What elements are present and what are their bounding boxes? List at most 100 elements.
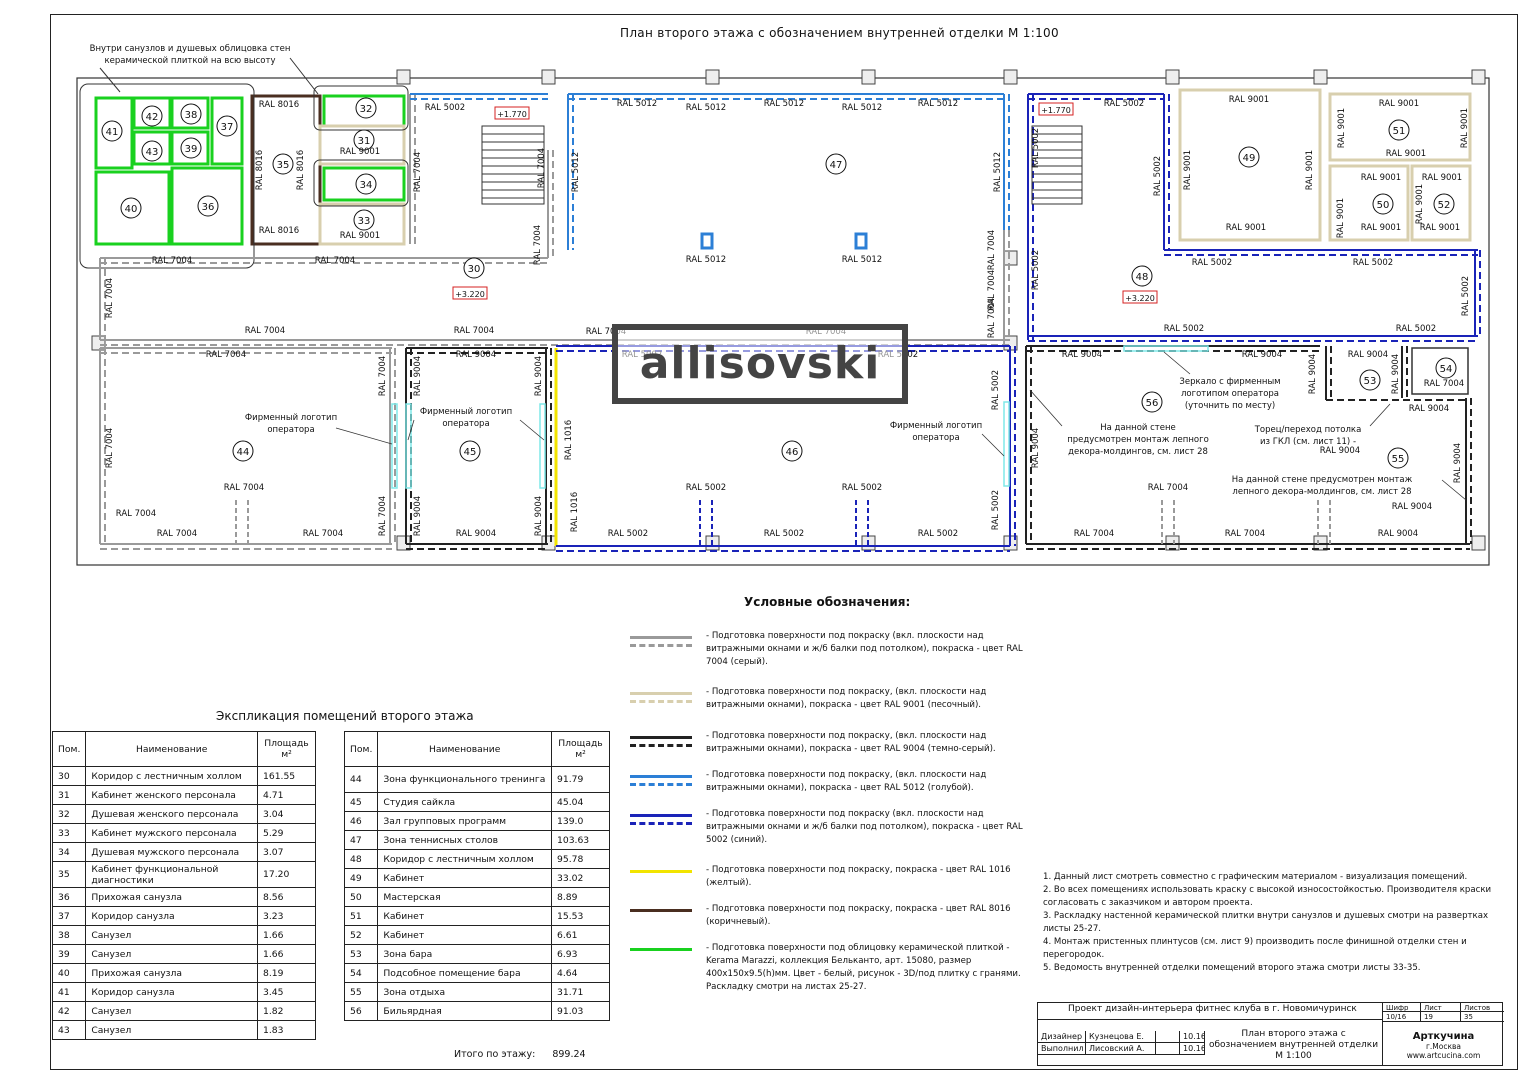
room-area: 4.71 <box>257 785 316 805</box>
callout-logo: оператора <box>442 419 489 429</box>
tile-wall <box>94 170 171 246</box>
room-number-circle <box>180 103 202 125</box>
ral-label: RAL 5002 <box>1396 324 1436 334</box>
room-number: 37 <box>221 122 234 133</box>
room-area: 45.04 <box>551 792 610 812</box>
room-number: 36 <box>202 202 215 213</box>
tile-wall <box>170 130 210 166</box>
room-number: 33 <box>358 216 371 227</box>
ral9001-wall <box>318 202 406 246</box>
ral-label: RAL 7004 <box>1225 529 1265 539</box>
legend-text: - Подготовка поверхности под покраску (в… <box>706 631 1023 667</box>
ral-label: RAL 8016 <box>259 100 299 110</box>
header-num: Пом. <box>51 731 87 767</box>
room-area: 17.20 <box>257 861 316 888</box>
building-outline <box>76 77 1490 566</box>
callout-logo: Фирменный логотип <box>245 413 337 423</box>
room-num: 35 <box>51 861 87 888</box>
room-number-circle <box>216 115 238 137</box>
room-area: 1.66 <box>257 925 316 945</box>
room-area: 3.07 <box>257 842 316 862</box>
stamp-sheets: 35 <box>1461 1012 1504 1022</box>
room-name: Санузел <box>85 925 258 945</box>
ral-label: RAL 9001 <box>1379 99 1419 109</box>
legend-swatch-solid <box>630 948 692 951</box>
leader-line <box>981 433 1005 457</box>
ral-label: RAL 9004 <box>1308 354 1318 394</box>
note-item: 3. Раскладку настенной керамической плит… <box>1043 911 1489 934</box>
stamp-code: 10/16 <box>1383 1012 1421 1022</box>
ral-label: RAL 5002 <box>918 529 958 539</box>
leader-line <box>1163 351 1191 375</box>
tile-wall <box>322 166 406 202</box>
ral-label: RAL 5002 <box>1153 156 1163 196</box>
room-area: 1.66 <box>257 944 316 964</box>
ral-label: RAL 9004 <box>1348 350 1388 360</box>
legend-swatch-dashed <box>630 822 692 825</box>
room-name: Душевая женского персонала <box>85 804 258 824</box>
legend-text: - Подготовка поверхности под покраску, (… <box>706 770 987 793</box>
room-area: 6.93 <box>551 944 610 964</box>
room-number: 40 <box>125 204 138 215</box>
column <box>541 69 556 85</box>
room-name: Зона отдыха <box>377 982 552 1002</box>
tile-wall <box>170 96 210 130</box>
room-number-circle <box>355 97 377 119</box>
legend-swatch-dashed <box>630 783 692 786</box>
ral-label: RAL 7004 <box>987 230 997 270</box>
ral-label: RAL 7004 <box>586 327 626 337</box>
room-num: 46 <box>343 811 379 831</box>
ral-label: RAL 9004 <box>534 496 544 536</box>
room-name: Прихожая санузла <box>85 887 258 907</box>
ral-label: RAL 7004 <box>378 356 388 396</box>
logo-panel <box>405 403 412 489</box>
callout-molding: декора-молдингов, см. лист 28 <box>1068 447 1208 457</box>
callout-logo: оператора <box>912 433 959 443</box>
room-num: 43 <box>51 1020 87 1040</box>
callout-logo: оператора <box>267 425 314 435</box>
room-name: Коридор с лестничным холлом <box>85 766 258 786</box>
callout-molding: На данной стене <box>1100 423 1176 433</box>
room-area: 15.53 <box>551 906 610 926</box>
level-mark: +1.770 <box>1041 106 1071 115</box>
room-number-circle <box>141 140 163 162</box>
room-number-circle <box>781 440 803 462</box>
room-name: Кабинет мужского персонала <box>85 823 258 843</box>
ral-label: RAL 7004 <box>454 326 494 336</box>
callout-mirror: Зеркало с фирменным <box>1179 377 1280 387</box>
stair <box>481 125 545 205</box>
total-value: 899.24 <box>552 1049 586 1060</box>
note-item: 5. Ведомость внутренней отделки помещени… <box>1043 963 1421 973</box>
callout-mirror: (уточнить по месту) <box>1185 401 1275 411</box>
stair <box>1031 125 1083 205</box>
header-name: Наименование <box>85 731 258 767</box>
stamp-role1: Дизайнер <box>1038 1031 1086 1043</box>
ral9001-wall <box>1328 92 1472 162</box>
header-name: Наименование <box>377 731 552 767</box>
room-num: 54 <box>343 963 379 983</box>
room-num: 32 <box>51 804 87 824</box>
room-number-circle <box>353 129 375 151</box>
room-number: 53 <box>1364 376 1377 387</box>
legend-swatch <box>630 736 692 750</box>
stamp-project: Проект дизайн-интерьера фитнес клуба в г… <box>1038 1003 1383 1020</box>
room-name: Мастерская <box>377 887 552 907</box>
room-number: 43 <box>146 147 159 158</box>
ral-label: RAL 5012 <box>686 255 726 265</box>
ral-label: RAL 5002 <box>425 103 465 113</box>
room-name: Прихожая санузла <box>85 963 258 983</box>
room-area: 8.19 <box>257 963 316 983</box>
room-area: 95.78 <box>551 849 610 869</box>
room-number-circle <box>353 209 375 231</box>
legend-swatch-solid <box>630 692 692 695</box>
level-mark: +1.770 <box>497 110 527 119</box>
legend-swatch <box>630 814 692 828</box>
